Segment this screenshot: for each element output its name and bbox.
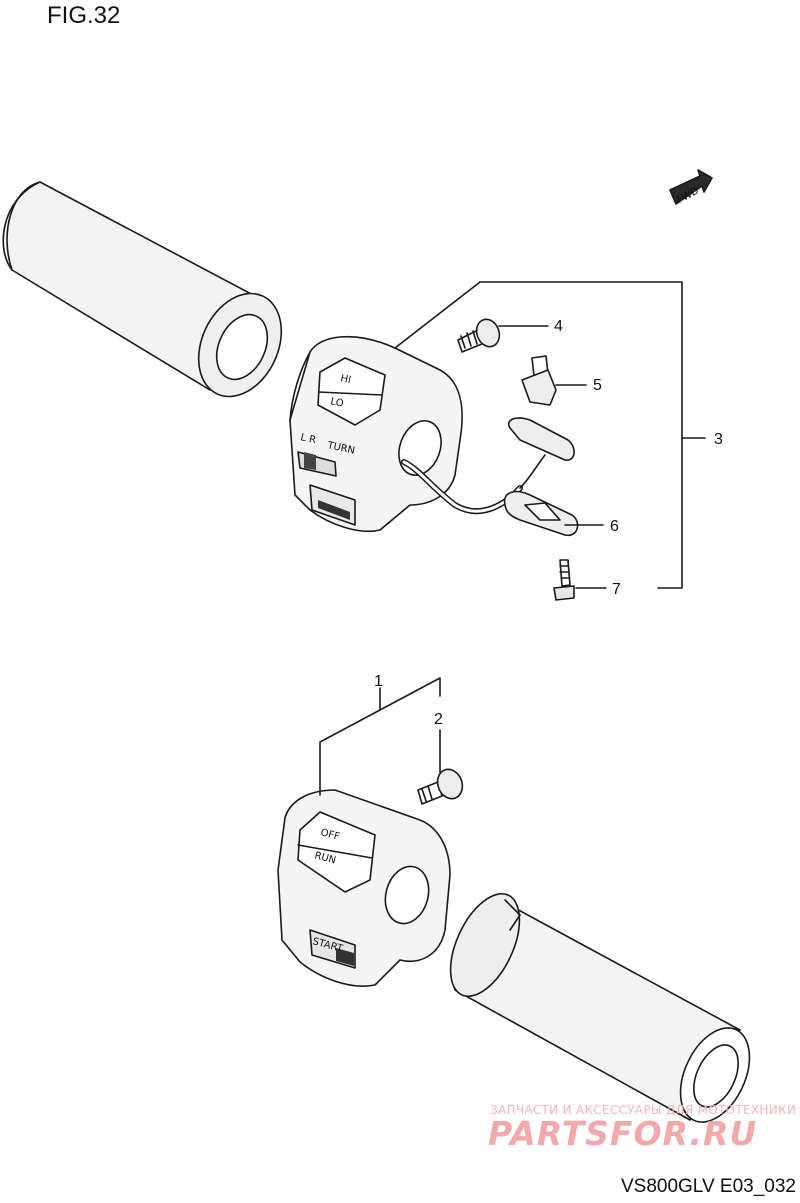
part-4-screw	[457, 318, 549, 353]
group-3-leader	[394, 281, 706, 589]
left-switch-housing: HI LO L R TURN	[289, 335, 546, 533]
right-switch-housing: OFF RUN START	[277, 789, 451, 987]
left-grip	[2, 181, 283, 398]
part-7-screw	[553, 559, 607, 601]
lr-label: L R	[299, 432, 317, 446]
right-grip	[449, 892, 751, 1123]
run-label: RUN	[313, 850, 337, 866]
group-1-leader	[319, 677, 441, 796]
lo-label: LO	[329, 396, 344, 410]
part-5-connector	[521, 355, 587, 406]
callout-7: 7	[612, 581, 621, 598]
fwd-arrow-icon: FWD	[669, 169, 713, 206]
part-2-screw	[417, 768, 464, 805]
callout-4: 4	[554, 318, 563, 335]
callout-2: 2	[434, 711, 443, 728]
watermark-tagline: ЗАПЧАСТИ И АКСЕССУАРЫ ДЛЯ МОТОТЕХНИКИ	[490, 1103, 797, 1117]
watermark-logo: PARTSFOR.RU	[488, 1114, 758, 1153]
callout-6: 6	[610, 518, 619, 535]
callout-1: 1	[374, 673, 383, 690]
callout-3: 3	[714, 431, 723, 448]
off-label: OFF	[319, 827, 341, 843]
part-6-clamp	[503, 417, 604, 537]
hi-label: HI	[339, 373, 352, 386]
figure-code: VS800GLV E03_032	[620, 1176, 796, 1197]
figure-title: FIG.32	[47, 2, 121, 29]
callout-5: 5	[593, 377, 602, 394]
